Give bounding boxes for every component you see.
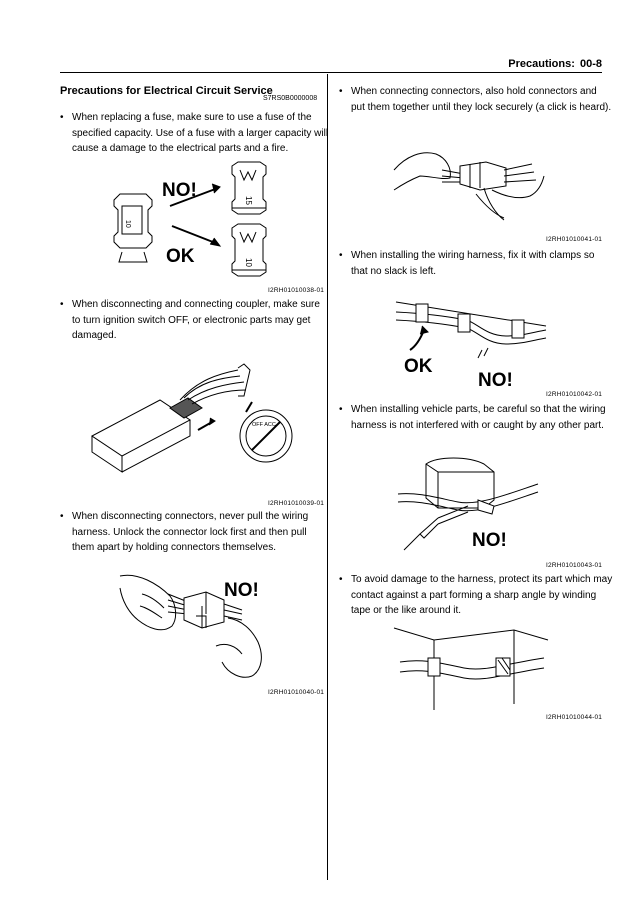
figure-caption: I2RH01010042-01	[546, 391, 603, 398]
ignition-switch-text: OFF ACC	[252, 422, 276, 428]
page-header: Precautions: 00-8	[508, 58, 602, 70]
fuse-ok-label: OK	[166, 246, 195, 267]
protect-figure	[393, 627, 549, 710]
bullet-protect: • To avoid damage to the harness, protec…	[339, 572, 613, 619]
bullet-mark: •	[339, 404, 343, 415]
bullet-text: When disconnecting connectors, never pul…	[72, 511, 309, 553]
bullet-text: When installing vehicle parts, be carefu…	[351, 404, 606, 431]
fuse-ok-rating: 10	[244, 258, 253, 267]
bullet-text: When disconnecting and connecting couple…	[72, 299, 320, 341]
figure-caption: I2RH01010044-01	[546, 714, 603, 721]
bullet-text: When installing the wiring harness, fix …	[351, 250, 595, 277]
bullet-coupler: • When disconnecting and connecting coup…	[60, 297, 330, 344]
connect-figure	[393, 152, 545, 221]
fuse-small-rating: 10	[124, 220, 131, 228]
header-page-number: 00-8	[579, 58, 602, 70]
bullet-clamps: • When installing the wiring harness, fi…	[339, 248, 613, 279]
bullet-mark: •	[339, 86, 343, 97]
bullet-text: When replacing a fuse, make sure to use …	[72, 112, 329, 154]
bullet-interfere: • When installing vehicle parts, be care…	[339, 402, 613, 433]
section-title: Precautions for Electrical Circuit Servi…	[60, 85, 273, 97]
bullet-mark: •	[60, 112, 64, 123]
column-divider	[327, 74, 328, 880]
header-section: Precautions:	[508, 58, 575, 70]
clamps-no-label: NO!	[478, 370, 513, 391]
bullet-mark: •	[339, 250, 343, 261]
section-code: S7RS0B0000008	[263, 95, 318, 102]
bullet-pull: • When disconnecting connectors, never p…	[60, 509, 330, 556]
figure-caption: I2RH01010040-01	[268, 689, 325, 696]
figure-caption: I2RH01010041-01	[546, 236, 603, 243]
interfere-no-label: NO!	[472, 530, 507, 551]
bullet-mark: •	[60, 299, 64, 310]
fuse-figure: NO! OK 15 10 10	[113, 161, 267, 277]
header-rule	[60, 72, 602, 73]
clamps-figure: OK NO!	[395, 301, 547, 391]
pull-figure: NO!	[119, 574, 262, 678]
fuse-no-label: NO!	[162, 180, 197, 201]
coupler-figure: OFF ACC	[91, 363, 293, 473]
bullet-text: When connecting connectors, also hold co…	[351, 86, 612, 113]
bullet-mark: •	[60, 511, 64, 522]
clamps-ok-label: OK	[404, 356, 433, 377]
figure-caption: I2RH01010043-01	[546, 562, 603, 569]
bullet-fuse: • When replacing a fuse, make sure to us…	[60, 110, 330, 157]
fuse-no-rating: 15	[244, 196, 253, 205]
bullet-mark: •	[339, 574, 343, 585]
interfere-figure: NO!	[397, 457, 539, 551]
bullet-connect: • When connecting connectors, also hold …	[339, 84, 613, 115]
figure-caption: I2RH01010039-01	[268, 500, 325, 507]
bullet-text: To avoid damage to the harness, protect …	[351, 574, 613, 616]
pull-no-label: NO!	[224, 580, 259, 601]
figure-caption: I2RH01010038-01	[268, 287, 325, 294]
